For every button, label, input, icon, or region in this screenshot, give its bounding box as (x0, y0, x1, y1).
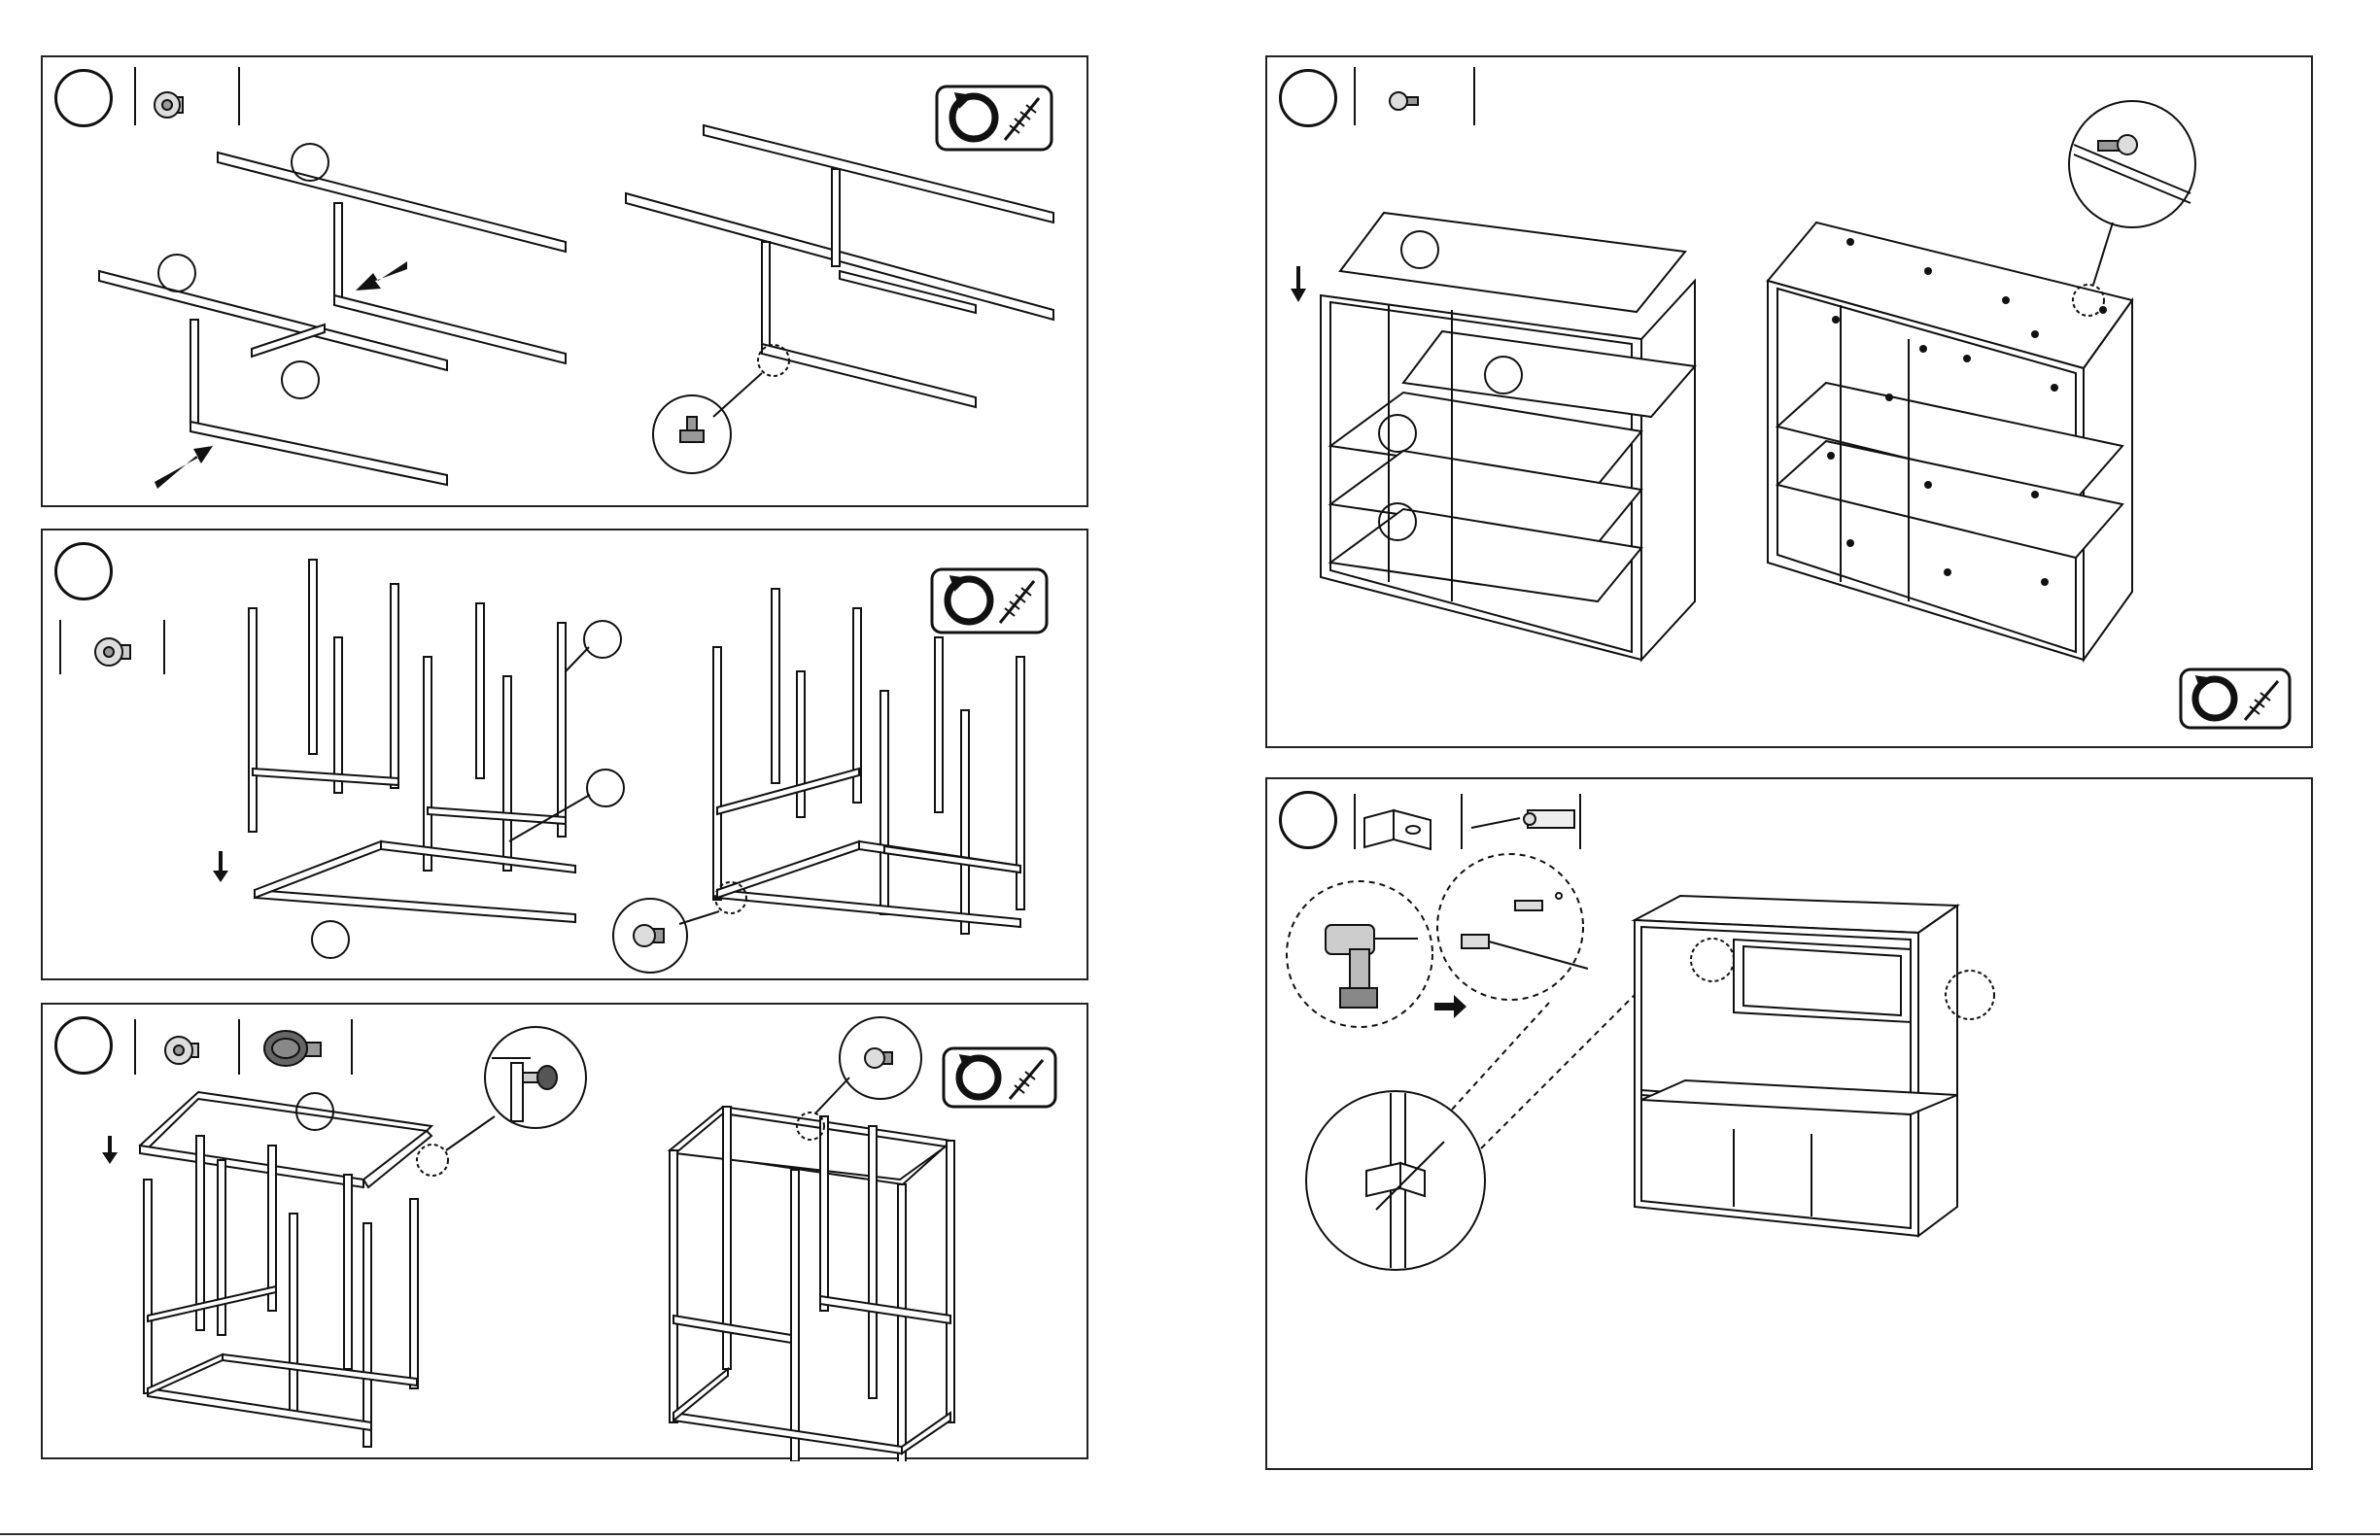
step-d-illustration (1267, 57, 2315, 750)
step-b-illustration (43, 530, 1090, 982)
step-a-illustration (43, 57, 1090, 509)
small-screw-icon (1390, 92, 1418, 110)
step-panel-a (41, 55, 1088, 507)
leveling-foot-icon (264, 1031, 321, 1066)
page-bottom-rule (0, 1533, 2380, 1535)
screwdriver-rotation-icon (937, 86, 1052, 150)
step-e-illustration (1267, 779, 2315, 1472)
screwdriver-rotation-icon (2181, 669, 2290, 728)
step-panel-d (1265, 55, 2313, 748)
step-panel-c (41, 1003, 1088, 1459)
step-panel-e (1265, 777, 2313, 1470)
l-bracket-icon (1364, 810, 1431, 849)
screwdriver-rotation-icon (932, 569, 1047, 633)
hex-bolt-icon (155, 92, 183, 118)
wall-anchor-screw-icon (1471, 810, 1574, 828)
step-c-illustration (43, 1005, 1090, 1461)
hex-bolt-icon (95, 638, 130, 666)
screwdriver-rotation-icon (944, 1048, 1055, 1107)
hex-bolt-icon (165, 1037, 198, 1064)
drill-icon (1326, 925, 1418, 1008)
step-panel-b (41, 529, 1088, 980)
